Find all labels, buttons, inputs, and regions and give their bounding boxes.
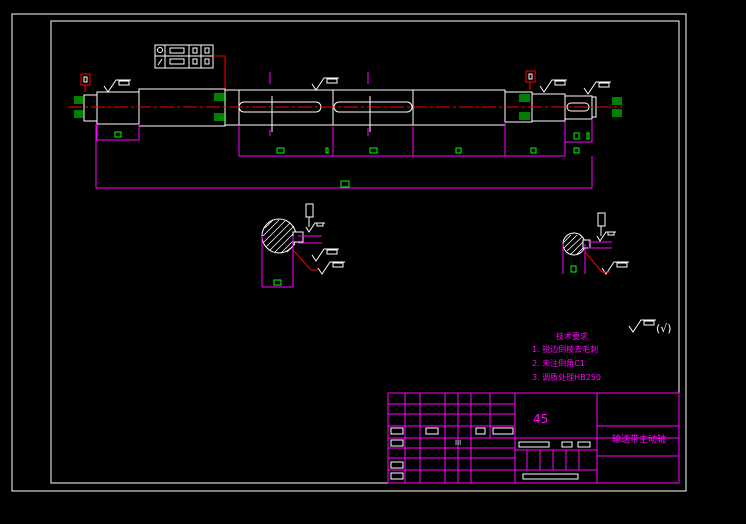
tech-requirements: 技术要求 1. 锐边倒棱去毛刺 2. 未注倒角C1 3. 调质处理HB250 bbox=[532, 331, 601, 382]
section-view-a bbox=[261, 203, 322, 288]
tolerance-frame bbox=[154, 44, 226, 90]
tech-requirement-2: 2. 未注倒角C1 bbox=[532, 358, 585, 368]
section-view-b bbox=[562, 212, 612, 274]
inner-frame bbox=[50, 20, 680, 484]
datum-marker-left bbox=[80, 73, 91, 92]
tech-requirement-3: 3. 调质处理HB250 bbox=[532, 372, 601, 382]
tech-requirement-1: 1. 锐边倒棱去毛刺 bbox=[532, 344, 598, 354]
datum-marker-right bbox=[525, 70, 536, 90]
roughness-symbols bbox=[103, 77, 656, 333]
title-block bbox=[387, 392, 680, 484]
tech-requirements-title: 技术要求 bbox=[556, 331, 588, 341]
roughness-note: (√) bbox=[656, 322, 672, 335]
outer-frame bbox=[11, 13, 687, 492]
title-block-material: 45 bbox=[533, 412, 548, 426]
fit-tolerance-marks bbox=[74, 93, 622, 121]
section-cut-lines bbox=[269, 72, 371, 136]
dimension-value-boxes bbox=[114, 131, 590, 286]
title-block-drawing-name: 输送带主动轴 bbox=[612, 433, 666, 445]
dimension-lines bbox=[95, 119, 593, 189]
title-block-small-mark: III bbox=[455, 439, 461, 447]
